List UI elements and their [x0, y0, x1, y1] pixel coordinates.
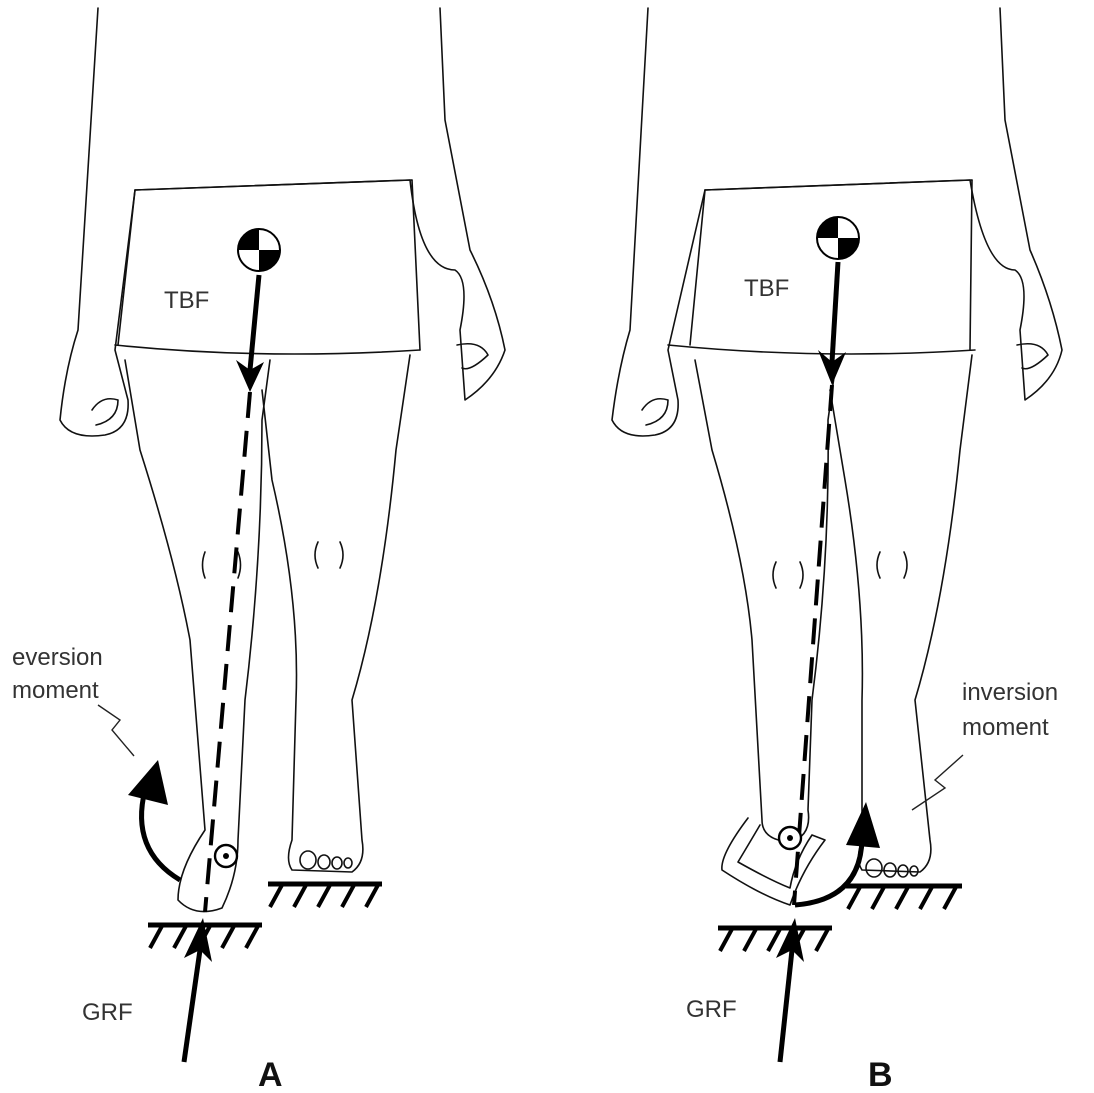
line-of-action: [205, 392, 250, 912]
right-leg: [262, 355, 410, 872]
eversion-moment-arrow: [128, 760, 180, 880]
panel-a: TBF eversion moment GRF A: [12, 8, 505, 1093]
ground-support: [718, 928, 832, 951]
ankle-joint-icon: [215, 845, 237, 867]
grf-label: GRF: [686, 996, 737, 1023]
panel-label: A: [258, 1056, 283, 1093]
moment-callout-line: [912, 755, 963, 810]
tbf-arrow: [236, 275, 264, 392]
moment-label-line1: eversion: [12, 644, 103, 671]
ground-support: [268, 884, 382, 907]
line-of-action: [794, 385, 832, 905]
tbf-label: TBF: [164, 287, 209, 314]
grf-label: GRF: [82, 999, 133, 1026]
ankle-joint-icon: [779, 827, 801, 849]
right-leg: [830, 355, 972, 877]
moment-callout-line: [98, 705, 134, 756]
left-leg: [125, 360, 270, 912]
center-of-mass-icon: [238, 229, 280, 271]
moment-label-line1: inversion: [962, 679, 1058, 706]
tbf-arrow: [818, 262, 846, 385]
inversion-moment-arrow: [795, 802, 880, 905]
tbf-label: TBF: [744, 275, 789, 302]
center-of-mass-icon: [817, 217, 859, 259]
ground-support: [846, 886, 962, 909]
panel-label: B: [868, 1056, 893, 1093]
grf-arrow: [184, 918, 212, 1062]
moment-label-line2: moment: [962, 714, 1049, 741]
moment-label-line2: moment: [12, 677, 99, 704]
panel-b: TBF inversion moment GRF B: [612, 8, 1062, 1093]
